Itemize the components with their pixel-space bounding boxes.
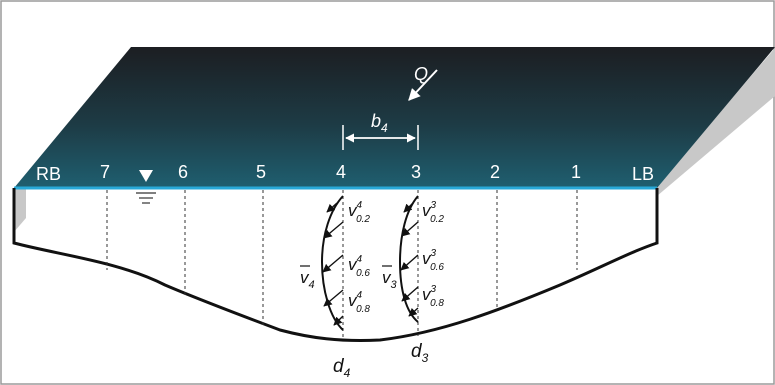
bank-label-lb: LB bbox=[632, 164, 654, 184]
width-label: b4 bbox=[371, 111, 388, 135]
right-side-wall bbox=[657, 48, 775, 196]
mean-velocity-label-4: v4 bbox=[300, 268, 315, 291]
width-indicator bbox=[342, 125, 419, 150]
left-side-wall bbox=[14, 188, 26, 232]
verticals-group bbox=[106, 190, 578, 340]
vertical-label-7: 7 bbox=[100, 162, 110, 182]
vertical-label-3: 3 bbox=[411, 162, 421, 182]
vertical-label-5: 5 bbox=[256, 162, 266, 182]
velocity-arrow-4-a bbox=[326, 202, 338, 213]
vertical-label-4: 4 bbox=[336, 162, 346, 182]
velocity-arrow-4-e bbox=[333, 315, 344, 326]
vertical-label-1: 1 bbox=[571, 162, 581, 182]
bank-label-rb: RB bbox=[36, 164, 61, 184]
flow-arrow-icon bbox=[408, 69, 438, 101]
depth-label-4: d4 bbox=[333, 356, 351, 380]
mean-velocity-label-3: v3 bbox=[382, 268, 398, 291]
velocity-arrow-4-b bbox=[323, 221, 344, 239]
channel-bed bbox=[12, 188, 659, 343]
velocity-arrow-3-d bbox=[401, 286, 419, 302]
depth-label-3: d3 bbox=[411, 341, 429, 365]
velocity-arrow-3-a bbox=[403, 202, 414, 213]
velocity-arrow-3-b bbox=[401, 221, 419, 237]
flow-label: Q bbox=[414, 64, 428, 84]
velocity-arrow-4-d bbox=[323, 289, 344, 307]
velocity-arrow-4-c bbox=[322, 254, 344, 273]
water-level-icon bbox=[136, 170, 156, 204]
vertical-label-2: 2 bbox=[490, 162, 500, 182]
velocity-arrow-3-c bbox=[400, 254, 419, 271]
velocity-arrow-3-e bbox=[408, 307, 419, 317]
water-surface-plane bbox=[14, 47, 775, 188]
vertical-label-6: 6 bbox=[178, 162, 188, 182]
